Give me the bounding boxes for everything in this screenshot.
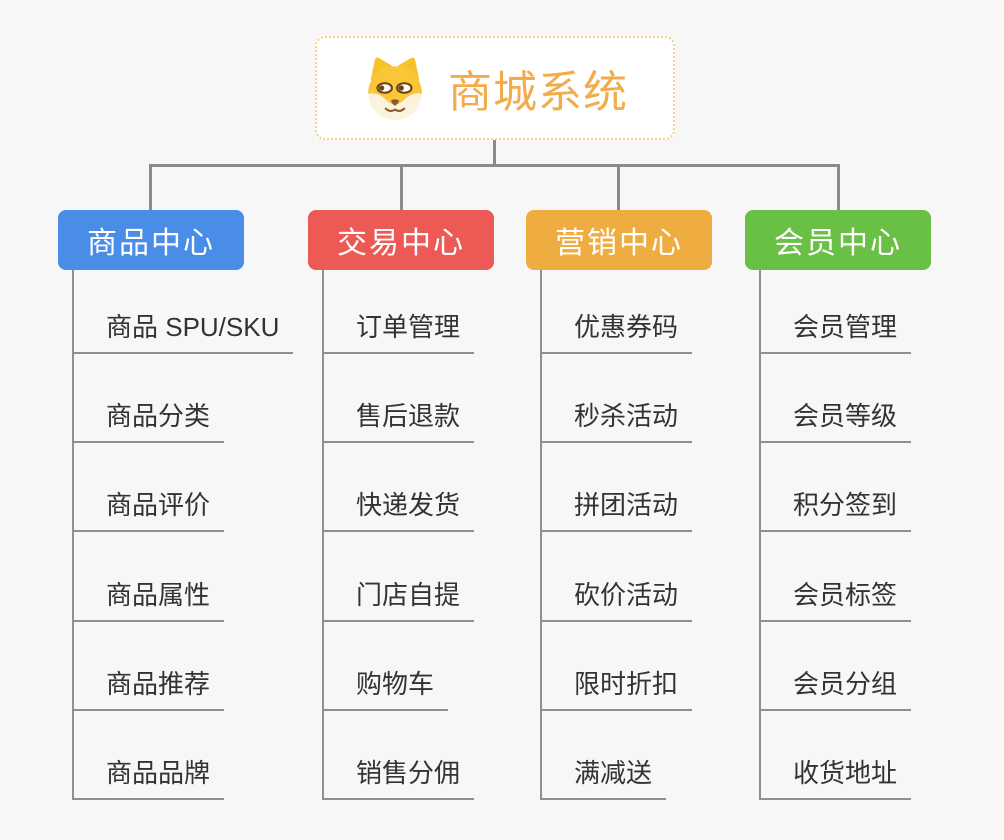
leaf-item[interactable]: 会员标签 xyxy=(761,532,912,622)
branch-box-trade-center[interactable]: 交易中心 xyxy=(308,210,494,270)
leaf-item[interactable]: 商品 SPU/SKU xyxy=(74,270,294,354)
leaf-item[interactable]: 会员等级 xyxy=(761,354,912,444)
leaf-label: 快递发货 xyxy=(356,490,461,521)
leaf-item[interactable]: 快递发货 xyxy=(324,443,475,533)
connector-root-drop xyxy=(493,140,496,165)
leaf-label: 秒杀活动 xyxy=(574,401,679,432)
leaf-label: 销售分佣 xyxy=(356,757,461,788)
leaf-item[interactable]: 秒杀活动 xyxy=(542,354,693,444)
leaf-label: 商品分类 xyxy=(106,401,211,432)
branch-label: 交易中心 xyxy=(337,227,465,260)
leaf-item[interactable]: 限时折扣 xyxy=(542,622,693,711)
connector-drop-3 xyxy=(617,164,620,210)
leaf-label: 商品推荐 xyxy=(106,668,211,699)
leaf-item[interactable]: 商品评价 xyxy=(74,443,225,533)
leaf-item[interactable]: 砍价活动 xyxy=(542,532,693,622)
leaf-label: 售后退款 xyxy=(356,401,461,432)
connector-drop-1 xyxy=(149,164,152,210)
connector-drop-4 xyxy=(837,164,840,210)
leaf-item[interactable]: 会员管理 xyxy=(761,270,912,354)
leaf-label: 砍价活动 xyxy=(574,579,679,610)
connector-drop-2 xyxy=(400,164,403,210)
branch-label: 会员中心 xyxy=(774,227,902,260)
branch-box-marketing-center[interactable]: 营销中心 xyxy=(526,210,712,270)
leaf-item[interactable]: 商品推荐 xyxy=(74,622,225,711)
leaf-item[interactable]: 购物车 xyxy=(324,622,449,711)
leaf-item[interactable]: 商品属性 xyxy=(74,532,225,622)
branch-items-trade-center: 订单管理售后退款快递发货门店自提购物车销售分佣 xyxy=(322,270,475,800)
branch-product-center: 商品中心商品 SPU/SKU 商品分类商品评价商品属性商品推荐商品品牌 xyxy=(58,210,294,800)
leaf-label: 商品属性 xyxy=(106,579,211,610)
root-title: 商城系统 xyxy=(448,68,628,117)
branch-items-product-center: 商品 SPU/SKU 商品分类商品评价商品属性商品推荐商品品牌 xyxy=(72,270,294,800)
leaf-label: 会员等级 xyxy=(793,401,898,432)
branch-label: 营销中心 xyxy=(555,227,683,260)
root-node[interactable]: 商城系统 xyxy=(315,36,675,140)
branch-box-member-center[interactable]: 会员中心 xyxy=(745,210,931,270)
branch-label: 商品中心 xyxy=(87,227,215,260)
leaf-item[interactable]: 商品分类 xyxy=(74,354,225,444)
leaf-item[interactable]: 商品品牌 xyxy=(74,711,225,800)
leaf-item[interactable]: 售后退款 xyxy=(324,354,475,444)
leaf-label: 满减送 xyxy=(574,757,653,788)
leaf-label: 订单管理 xyxy=(356,312,461,342)
leaf-label: 门店自提 xyxy=(356,579,461,610)
leaf-label: 商品评价 xyxy=(106,490,211,521)
branch-marketing-center: 营销中心优惠券码秒杀活动拼团活动砍价活动限时折扣满减送 xyxy=(526,210,712,800)
leaf-label: 优惠券码 xyxy=(574,312,679,342)
leaf-label: 商品品牌 xyxy=(106,757,211,788)
branch-box-product-center[interactable]: 商品中心 xyxy=(58,210,244,270)
leaf-label: 会员标签 xyxy=(793,579,898,610)
dog-face-icon xyxy=(362,55,428,121)
leaf-item[interactable]: 订单管理 xyxy=(324,270,475,354)
branch-items-marketing-center: 优惠券码秒杀活动拼团活动砍价活动限时折扣满减送 xyxy=(540,270,693,800)
leaf-label: 限时折扣 xyxy=(574,668,679,699)
leaf-item[interactable]: 优惠券码 xyxy=(542,270,693,354)
leaf-item[interactable]: 销售分佣 xyxy=(324,711,475,800)
leaf-label: 积分签到 xyxy=(793,490,898,521)
leaf-label: 商品 SPU/SKU xyxy=(106,312,280,342)
leaf-label: 会员分组 xyxy=(793,668,898,699)
leaf-label: 拼团活动 xyxy=(574,490,679,521)
leaf-label: 购物车 xyxy=(356,668,435,699)
leaf-item[interactable]: 积分签到 xyxy=(761,443,912,533)
branch-member-center: 会员中心会员管理会员等级积分签到会员标签会员分组收货地址 xyxy=(745,210,931,800)
leaf-item[interactable]: 满减送 xyxy=(542,711,667,800)
branch-items-member-center: 会员管理会员等级积分签到会员标签会员分组收货地址 xyxy=(759,270,912,800)
connector-horizontal xyxy=(149,164,840,167)
leaf-label: 会员管理 xyxy=(793,312,898,342)
leaf-item[interactable]: 收货地址 xyxy=(761,711,912,800)
branch-trade-center: 交易中心订单管理售后退款快递发货门店自提购物车销售分佣 xyxy=(308,210,494,800)
leaf-item[interactable]: 会员分组 xyxy=(761,622,912,711)
leaf-label: 收货地址 xyxy=(793,757,898,788)
leaf-item[interactable]: 门店自提 xyxy=(324,532,475,622)
leaf-item[interactable]: 拼团活动 xyxy=(542,443,693,533)
